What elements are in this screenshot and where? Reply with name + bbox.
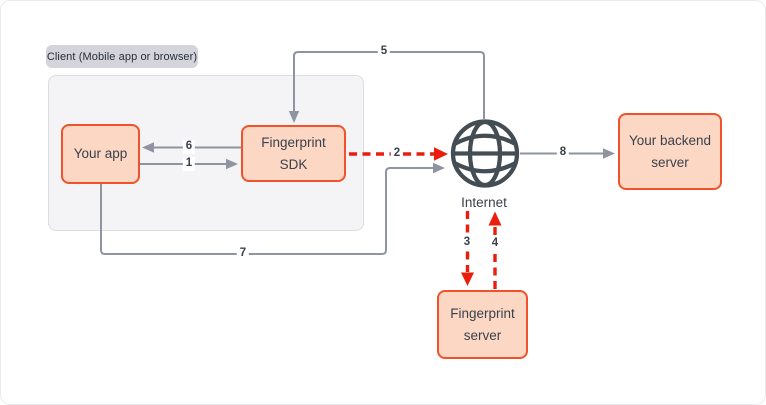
node-fingerprint-server: Fingerprint server [437,290,528,359]
flow-7-label: 7 [236,247,250,261]
node-your-backend-server: Your backend server [618,113,722,190]
flow-5-label: 5 [377,45,391,59]
flow-4-label: 4 [488,237,502,251]
client-group-label: Client (Mobile app or browser) [46,45,198,68]
flow-6-label: 6 [182,140,196,154]
internet-node-label: Internet [461,195,507,210]
internet-globe-icon [450,119,520,188]
flow-1-label: 1 [182,157,196,171]
flow-3-label: 3 [460,236,474,250]
flow-2-label: 2 [390,147,404,161]
flow-8-label: 8 [556,146,570,160]
node-fingerprint-sdk: Fingerprint SDK [241,125,346,182]
node-your-app: Your app [61,124,140,184]
